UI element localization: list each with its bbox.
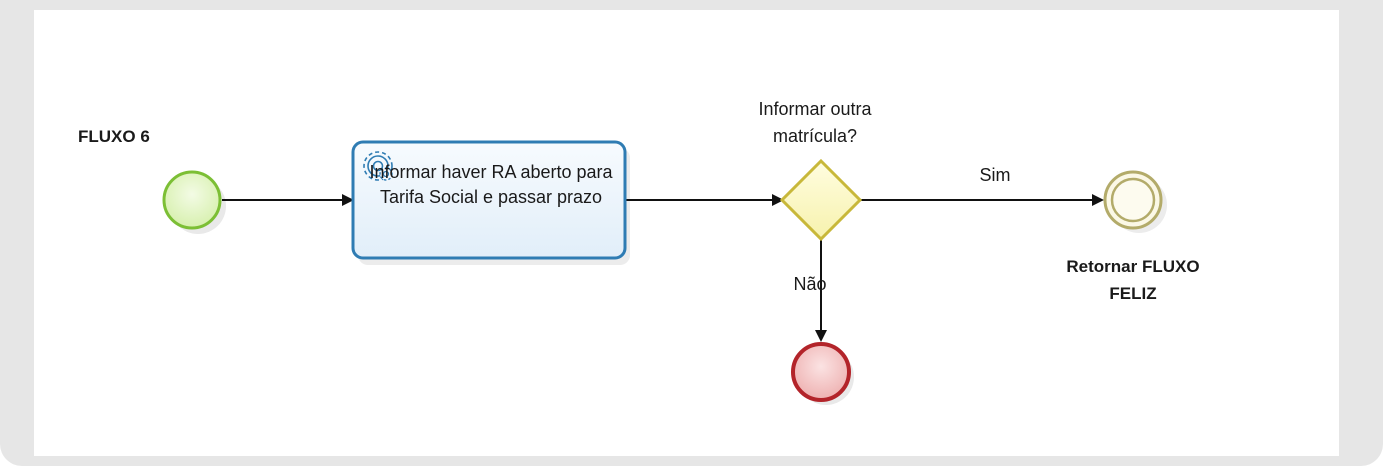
gateway-label-line2: matrícula? [772, 126, 858, 146]
task-label: Informar haver RA aberto para Tarifa Soc… [369, 162, 613, 207]
service-task[interactable] [351, 140, 627, 260]
diagram-canvas [34, 10, 1339, 456]
end-link-label-line1: Retornar FLUXO [1066, 257, 1200, 276]
flow-yes-label: Sim [979, 165, 1011, 185]
exclusive-gateway[interactable] [779, 158, 863, 242]
pool-title: FLUXO 6 [78, 127, 150, 146]
flow-no-label: Não [793, 274, 827, 294]
gateway-label-line1: Informar outra [758, 99, 872, 119]
end-event[interactable] [791, 342, 851, 402]
end-link-label-line2: FELIZ [1109, 284, 1157, 303]
start-event[interactable] [162, 170, 222, 230]
intermediate-event-inner [1110, 177, 1156, 223]
gear-icon [363, 151, 393, 181]
